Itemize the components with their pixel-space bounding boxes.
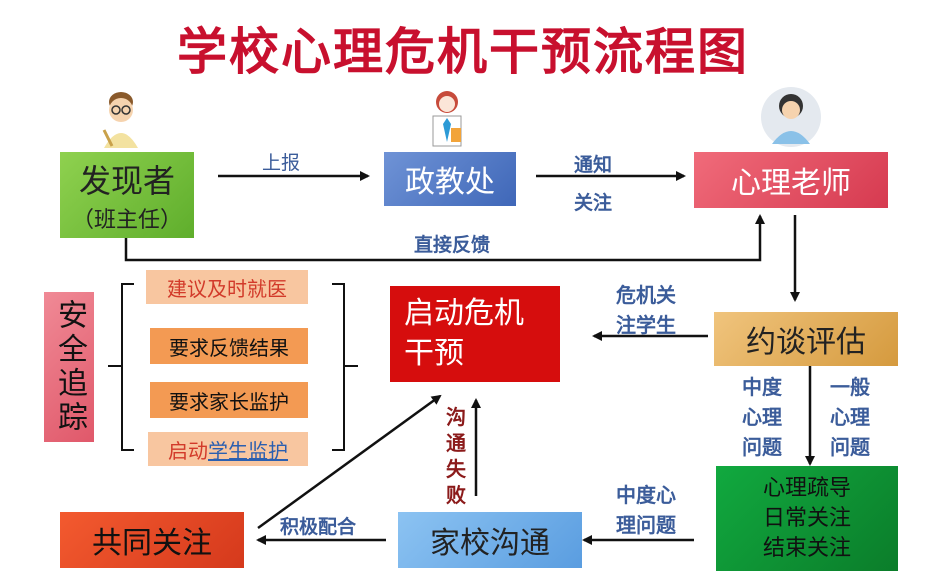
- label-comm-fail: 沟 通 失 败: [446, 404, 466, 508]
- safety-item-guardian: 要求家长监护: [150, 382, 308, 418]
- guidance-line3: 结束关注: [762, 535, 851, 561]
- label-notify-1: 通知: [574, 154, 613, 176]
- label-crisis-focus-1: 危机关: [616, 283, 676, 307]
- label-general-3: 问题: [830, 435, 870, 459]
- teacher-figure-icon: [102, 92, 138, 148]
- safety-item-feedback: 要求反馈结果: [150, 328, 308, 364]
- home-school-node: 家校沟通: [398, 512, 582, 568]
- crisis-node: 启动危机 干预: [390, 286, 560, 382]
- crisis-label-line2: 干预: [404, 336, 464, 371]
- label-comm-fail-4: 败: [446, 483, 466, 507]
- label-report: 上报: [262, 152, 301, 174]
- joint-node: 共同关注: [60, 512, 244, 568]
- label-general-1: 一般: [830, 375, 870, 399]
- label-comm-fail-1: 沟: [446, 405, 466, 429]
- label-notify-2: 关注: [574, 192, 613, 214]
- counselor-node: 心理老师: [694, 152, 888, 208]
- guidance-node: 心理疏导 日常关注 结束关注: [716, 466, 898, 571]
- label-direct-feedback: 直接反馈: [414, 234, 491, 256]
- interview-node: 约谈评估: [714, 312, 898, 366]
- safety-item-medical: 建议及时就医: [146, 270, 308, 304]
- label-moderate-issue: 中度心 理问题: [616, 480, 676, 540]
- label-moderate-3: 问题: [742, 435, 782, 459]
- discoverer-sublabel: （班主任）: [71, 208, 182, 233]
- label-comm-fail-3: 失: [446, 457, 466, 481]
- crisis-label-line1: 启动危机: [404, 296, 524, 331]
- label-comm-fail-2: 通: [446, 431, 466, 455]
- label-moderate-1: 中度: [742, 375, 782, 399]
- safety-item-student-guard: 启动学生监护: [148, 432, 308, 466]
- arrow-direct-feedback: [124, 214, 765, 262]
- label-moderate-issue-1: 中度心: [616, 483, 676, 507]
- discoverer-node: 发现者 （班主任）: [60, 152, 194, 238]
- safety-node: 安全追踪: [44, 292, 94, 442]
- label-moderate-issue-2: 理问题: [616, 513, 676, 537]
- student-guard-link: 学生监护: [208, 438, 288, 463]
- guidance-line2: 日常关注: [762, 505, 851, 531]
- label-cooperate: 积极配合: [280, 516, 357, 538]
- label-moderate: 中度 心理 问题: [742, 372, 782, 462]
- counselor-figure-icon: [761, 87, 821, 147]
- officer-figure-icon: [432, 91, 462, 147]
- label-general-2: 心理: [830, 405, 870, 429]
- student-guard-prefix: 启动: [168, 438, 208, 463]
- label-crisis-focus: 危机关 注学生: [616, 280, 676, 340]
- discoverer-label: 发现者: [78, 162, 175, 200]
- guidance-line1: 心理疏导: [762, 475, 851, 501]
- label-moderate-2: 心理: [742, 405, 782, 429]
- office-node: 政教处: [384, 152, 516, 206]
- arrow-joint-to-crisis: [257, 394, 442, 530]
- label-crisis-focus-2: 注学生: [616, 313, 676, 337]
- label-general: 一般 心理 问题: [830, 372, 870, 462]
- page-title: 学校心理危机干预流程图: [177, 23, 749, 81]
